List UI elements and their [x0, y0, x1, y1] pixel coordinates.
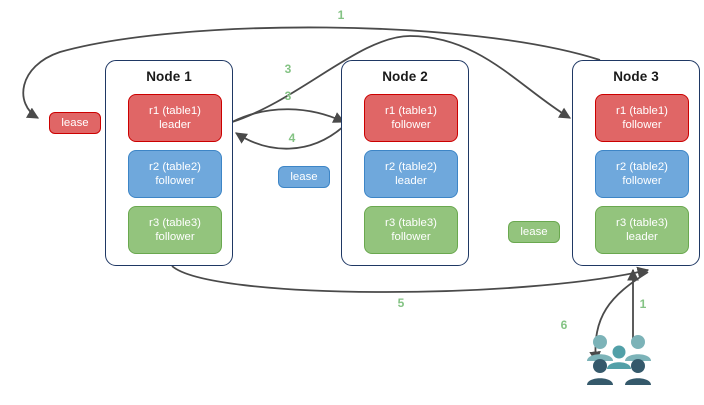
- replica-role: follower: [155, 231, 195, 243]
- replica-node2-r1[interactable]: r1 (table1) follower: [364, 94, 458, 142]
- step-label-2: 1: [337, 8, 345, 22]
- arrow-step-5: [171, 265, 650, 293]
- replica-name: r2 (table2): [385, 161, 437, 173]
- step-label-3a: 3: [284, 62, 292, 76]
- lease-badge-green[interactable]: lease: [508, 221, 560, 243]
- replica-role: follower: [391, 231, 431, 243]
- replica-role: follower: [622, 119, 662, 131]
- replica-role: leader: [395, 175, 427, 187]
- node-title-3: Node 3: [613, 69, 659, 84]
- lease-badge-red[interactable]: lease: [49, 112, 101, 134]
- replica-role: follower: [155, 175, 195, 187]
- step-label-6: 6: [560, 318, 568, 332]
- replica-node1-r2[interactable]: r2 (table2) follower: [128, 150, 222, 198]
- step-label-3b: 3: [284, 89, 292, 103]
- node-title-2: Node 2: [382, 69, 428, 84]
- node-title-1: Node 1: [146, 69, 192, 84]
- step-label-1: 1: [639, 297, 647, 311]
- step-label-5: 5: [397, 296, 405, 310]
- replica-node2-r3[interactable]: r3 (table3) follower: [364, 206, 458, 254]
- arrow-step-3b: [231, 108, 346, 123]
- replica-role: leader: [159, 119, 191, 131]
- node-box-1[interactable]: Node 1 r1 (table1) leader r2 (table2) fo…: [105, 60, 233, 266]
- replica-node1-r1[interactable]: r1 (table1) leader: [128, 94, 222, 142]
- replica-name: r2 (table2): [616, 161, 668, 173]
- users-group-icon: [587, 335, 651, 385]
- replica-name: r3 (table3): [149, 217, 201, 229]
- replica-name: r1 (table1): [616, 105, 668, 117]
- replica-role: follower: [391, 119, 431, 131]
- node-box-3[interactable]: Node 3 r1 (table1) follower r2 (table2) …: [572, 60, 700, 266]
- replica-name: r3 (table3): [616, 217, 668, 229]
- replica-name: r3 (table3): [385, 217, 437, 229]
- replica-node3-r2[interactable]: r2 (table2) follower: [595, 150, 689, 198]
- replica-node2-r2[interactable]: r2 (table2) leader: [364, 150, 458, 198]
- replica-role: follower: [622, 175, 662, 187]
- lease-badge-blue[interactable]: lease: [278, 166, 330, 188]
- node-box-2[interactable]: Node 2 r1 (table1) follower r2 (table2) …: [341, 60, 469, 266]
- replica-node3-r3[interactable]: r3 (table3) leader: [595, 206, 689, 254]
- replica-node1-r3[interactable]: r3 (table3) follower: [128, 206, 222, 254]
- replica-name: r1 (table1): [149, 105, 201, 117]
- replica-node3-r1[interactable]: r1 (table1) follower: [595, 94, 689, 142]
- replica-name: r2 (table2): [149, 161, 201, 173]
- replica-role: leader: [626, 231, 658, 243]
- replica-name: r1 (table1): [385, 105, 437, 117]
- step-label-4: 4: [288, 131, 296, 145]
